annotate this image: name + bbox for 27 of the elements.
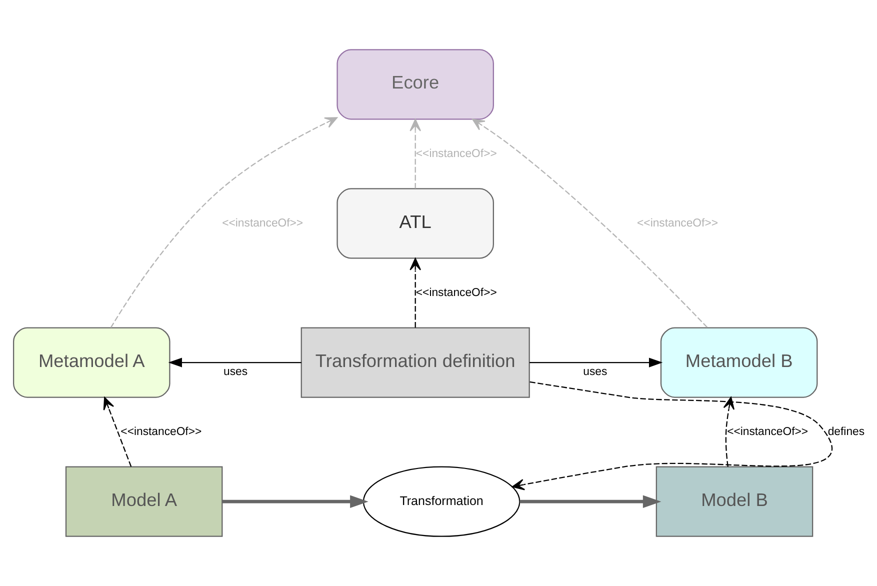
arrow: [528, 358, 662, 368]
edge-label: <<instanceOf>>: [415, 286, 496, 299]
arrow: [409, 258, 421, 328]
edge-label: <<instanceOf>>: [726, 426, 808, 438]
edge-label: uses: [223, 366, 248, 378]
node-box: ATL: [336, 188, 494, 259]
node-box: Ecore: [336, 49, 494, 120]
arrow: [409, 118, 421, 189]
edge-label: defines: [827, 426, 864, 438]
edge-label: uses: [582, 366, 607, 378]
node-box: Model B: [655, 466, 813, 537]
arrow: [110, 117, 337, 328]
node-box: Metamodel A: [12, 327, 170, 398]
node-box: Model A: [64, 466, 222, 537]
arrow: [519, 495, 661, 508]
node-ellipse: Transformation: [362, 466, 520, 537]
arrow: [511, 381, 832, 490]
node-box: Transformation definition: [300, 327, 530, 398]
edge-label: <<instanceOf>>: [636, 217, 718, 230]
edge-label: <<instanceOf>>: [415, 148, 496, 160]
arrow: [168, 358, 301, 368]
arrow: [222, 495, 368, 508]
edge-label: <<instanceOf>>: [120, 426, 202, 438]
arrow: [102, 397, 132, 467]
arrow: [472, 118, 708, 328]
node-box: Metamodel B: [660, 327, 818, 398]
edge-label: <<instanceOf>>: [222, 217, 303, 230]
